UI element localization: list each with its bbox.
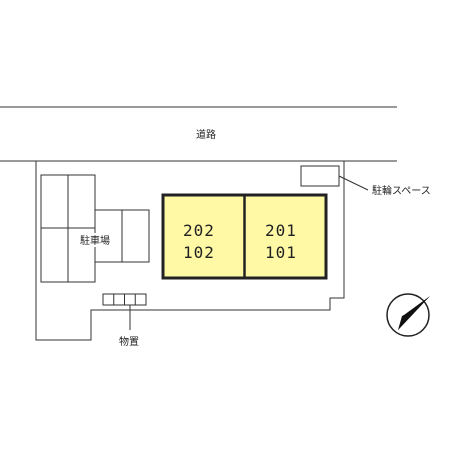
- parking-stall: [40, 174, 69, 229]
- north-arrow-icon: [386, 293, 430, 337]
- bicycle-parking-leader: [338, 175, 369, 191]
- parking-label-bg: [78, 233, 114, 247]
- bicycle-parking-label: 駐輪スペース: [372, 184, 431, 197]
- parking-stall: [40, 227, 69, 283]
- road-label: 道路: [196, 128, 216, 141]
- unit-101: 101: [265, 243, 297, 262]
- parking-stall: [67, 174, 96, 229]
- parking-stall: [121, 209, 150, 263]
- unit-201: 201: [265, 221, 297, 240]
- lot-boundary: [35, 160, 345, 341]
- parking-label: 駐車場: [80, 234, 110, 247]
- unit-102: 102: [183, 243, 215, 262]
- bicycle-parking-box: [300, 165, 340, 187]
- parking-area: [40, 174, 150, 283]
- storage-units: [102, 293, 147, 306]
- storage-label: 物置: [119, 335, 139, 348]
- unit-202: 202: [183, 221, 215, 240]
